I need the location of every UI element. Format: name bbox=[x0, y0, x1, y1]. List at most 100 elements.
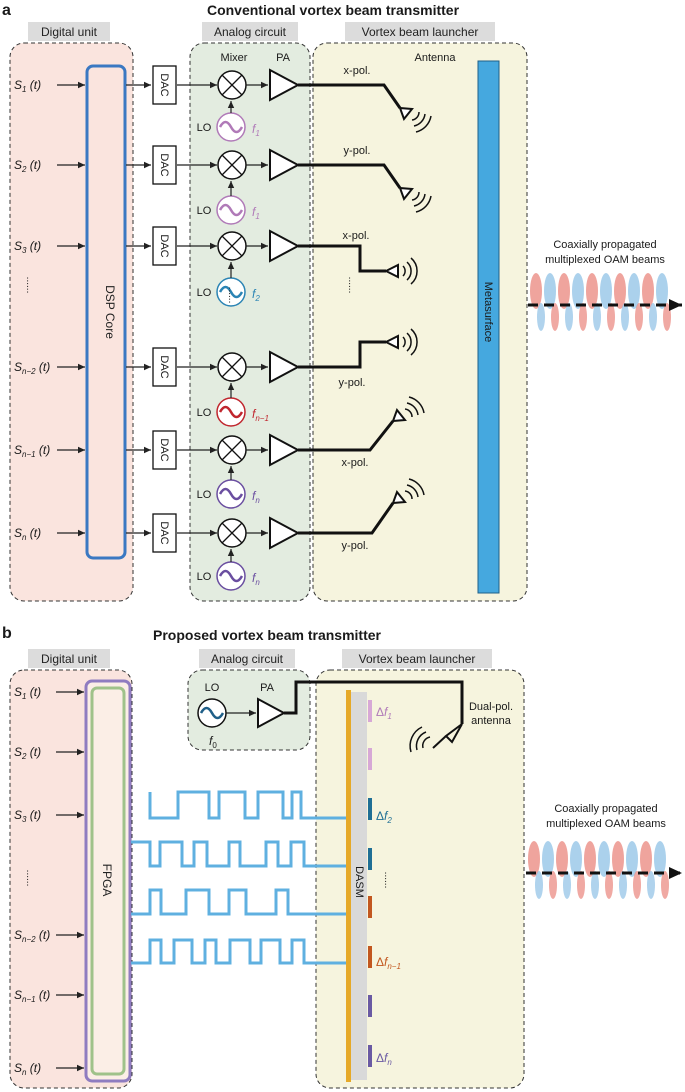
signal-dots-b: ...... bbox=[24, 870, 35, 887]
signal-label-b: Sn−2 (t) bbox=[14, 928, 50, 944]
polarization-label: x-pol. bbox=[344, 65, 371, 77]
oam-lobe-lower bbox=[647, 871, 655, 899]
dasm-element bbox=[368, 848, 372, 870]
dsp-core-block bbox=[85, 64, 127, 560]
antenna-element bbox=[391, 489, 407, 505]
oam-lobe-upper bbox=[558, 273, 570, 309]
signal-label-a: Sn (t) bbox=[14, 526, 41, 542]
fpga-label: FPGA bbox=[100, 864, 114, 897]
delta-frequency-label: Δf1 bbox=[376, 705, 392, 721]
digital-unit-label-b: Digital unit bbox=[41, 652, 98, 666]
antenna-waves bbox=[411, 111, 432, 133]
oam-lobe-lower bbox=[605, 871, 613, 899]
oam-lobe-lower bbox=[549, 871, 557, 899]
dasm-element bbox=[368, 896, 372, 918]
lo-label: LO bbox=[197, 571, 212, 583]
antenna-waves bbox=[402, 257, 418, 285]
antenna-waves bbox=[404, 396, 425, 418]
delta-frequency-label: Δf2 bbox=[376, 809, 392, 825]
mixer-cross bbox=[221, 235, 243, 257]
panel-a-letter: a bbox=[2, 2, 11, 19]
lo-dots-a: ...... bbox=[226, 287, 237, 304]
lo-frequency-label: fn−1 bbox=[252, 407, 269, 423]
dac-label: DAC bbox=[158, 73, 170, 96]
signal-dots-a: ...... bbox=[24, 277, 35, 294]
lo-frequency-label: f1 bbox=[252, 205, 260, 221]
dasm-element bbox=[368, 1045, 372, 1067]
signal-label-a: S3 (t) bbox=[14, 239, 41, 255]
signal-label-b: S1 (t) bbox=[14, 685, 41, 701]
analog-circuit-label-a: Analog circuit bbox=[214, 25, 287, 39]
digital-unit-label-a: Digital unit bbox=[41, 25, 98, 39]
antenna-feed-line bbox=[298, 502, 395, 535]
pa-to-antenna-line-b bbox=[284, 680, 464, 724]
oam-lobe-lower bbox=[649, 303, 657, 331]
oam-lobe-upper bbox=[598, 841, 610, 877]
pa-amplifier-b bbox=[257, 697, 287, 729]
control-waveform bbox=[131, 938, 346, 965]
mixer-cross bbox=[221, 439, 243, 461]
oam-lobe-upper bbox=[542, 841, 554, 877]
dac-label: DAC bbox=[158, 234, 170, 257]
antenna-element bbox=[391, 407, 407, 423]
vortex-launcher-header-b bbox=[342, 649, 492, 668]
dasm-element bbox=[368, 748, 372, 770]
oam-lobe-upper bbox=[600, 273, 612, 309]
oam-lobe-lower bbox=[663, 303, 671, 331]
oam-lobe-upper bbox=[614, 273, 626, 309]
polarization-label: x-pol. bbox=[342, 457, 369, 469]
lo-sine bbox=[218, 569, 244, 583]
vortex-launcher-label-a: Vortex beam launcher bbox=[362, 25, 479, 39]
lo-frequency-label: fn bbox=[252, 489, 260, 505]
dasm-gold-strip bbox=[346, 690, 351, 1082]
lo-label: LO bbox=[197, 205, 212, 217]
signal-label-a: S1 (t) bbox=[14, 78, 41, 94]
oam-lobe-upper bbox=[544, 273, 556, 309]
f0-label: f0 bbox=[209, 734, 217, 750]
metasurface-block bbox=[477, 60, 500, 594]
pa-amplifier bbox=[269, 433, 301, 467]
oam-lobe-lower bbox=[633, 871, 641, 899]
oam-lobe-lower bbox=[635, 303, 643, 331]
antenna-dots-a: ...... bbox=[346, 277, 357, 294]
dasm-gray-panel bbox=[351, 692, 367, 1080]
lo-sine bbox=[218, 203, 244, 217]
pa-amplifier bbox=[269, 68, 301, 102]
antenna-element bbox=[383, 263, 399, 279]
dual-pol-antenna bbox=[432, 723, 463, 749]
oam-lobe-upper bbox=[572, 273, 584, 309]
oam-lobe-lower bbox=[563, 871, 571, 899]
oam-lobe-lower bbox=[577, 871, 585, 899]
delta-frequency-label: Δfn−1 bbox=[376, 955, 401, 971]
mixer-cross bbox=[221, 522, 243, 544]
fpga-block-inner bbox=[90, 686, 126, 1076]
dasm-label: DASM bbox=[353, 866, 365, 898]
signal-label-b: Sn−1 (t) bbox=[14, 988, 50, 1004]
output-label-a-line1: Coaxially propagated bbox=[553, 239, 656, 251]
lo-frequency-label: fn bbox=[252, 571, 260, 587]
panel-b-letter: b bbox=[2, 625, 12, 642]
panel-a-title: Conventional vortex beam transmitter bbox=[207, 2, 460, 18]
oam-lobe-upper bbox=[556, 841, 568, 877]
lo-sine bbox=[218, 405, 244, 419]
dac-block bbox=[152, 347, 177, 387]
dual-pol-antenna-waves bbox=[409, 726, 431, 753]
oam-lobe-upper bbox=[528, 841, 540, 877]
antenna-feed-line bbox=[298, 420, 395, 452]
lo-label-b: LO bbox=[205, 682, 220, 694]
antenna-waves bbox=[411, 191, 432, 213]
oam-lobe-upper bbox=[656, 273, 668, 309]
output-label-a-line2: multiplexed OAM beams bbox=[545, 254, 665, 266]
vortex-launcher-box-a bbox=[312, 42, 528, 602]
mixer-cross bbox=[221, 154, 243, 176]
signal-label-b: Sn (t) bbox=[14, 1061, 41, 1077]
polarization-label: y-pol. bbox=[342, 540, 369, 552]
lo-label: LO bbox=[197, 489, 212, 501]
oam-lobe-lower bbox=[537, 303, 545, 331]
oam-lobe-upper bbox=[530, 273, 542, 309]
pa-amplifier bbox=[269, 350, 301, 384]
oam-lobe-upper bbox=[612, 841, 624, 877]
oam-lobe-upper bbox=[628, 273, 640, 309]
